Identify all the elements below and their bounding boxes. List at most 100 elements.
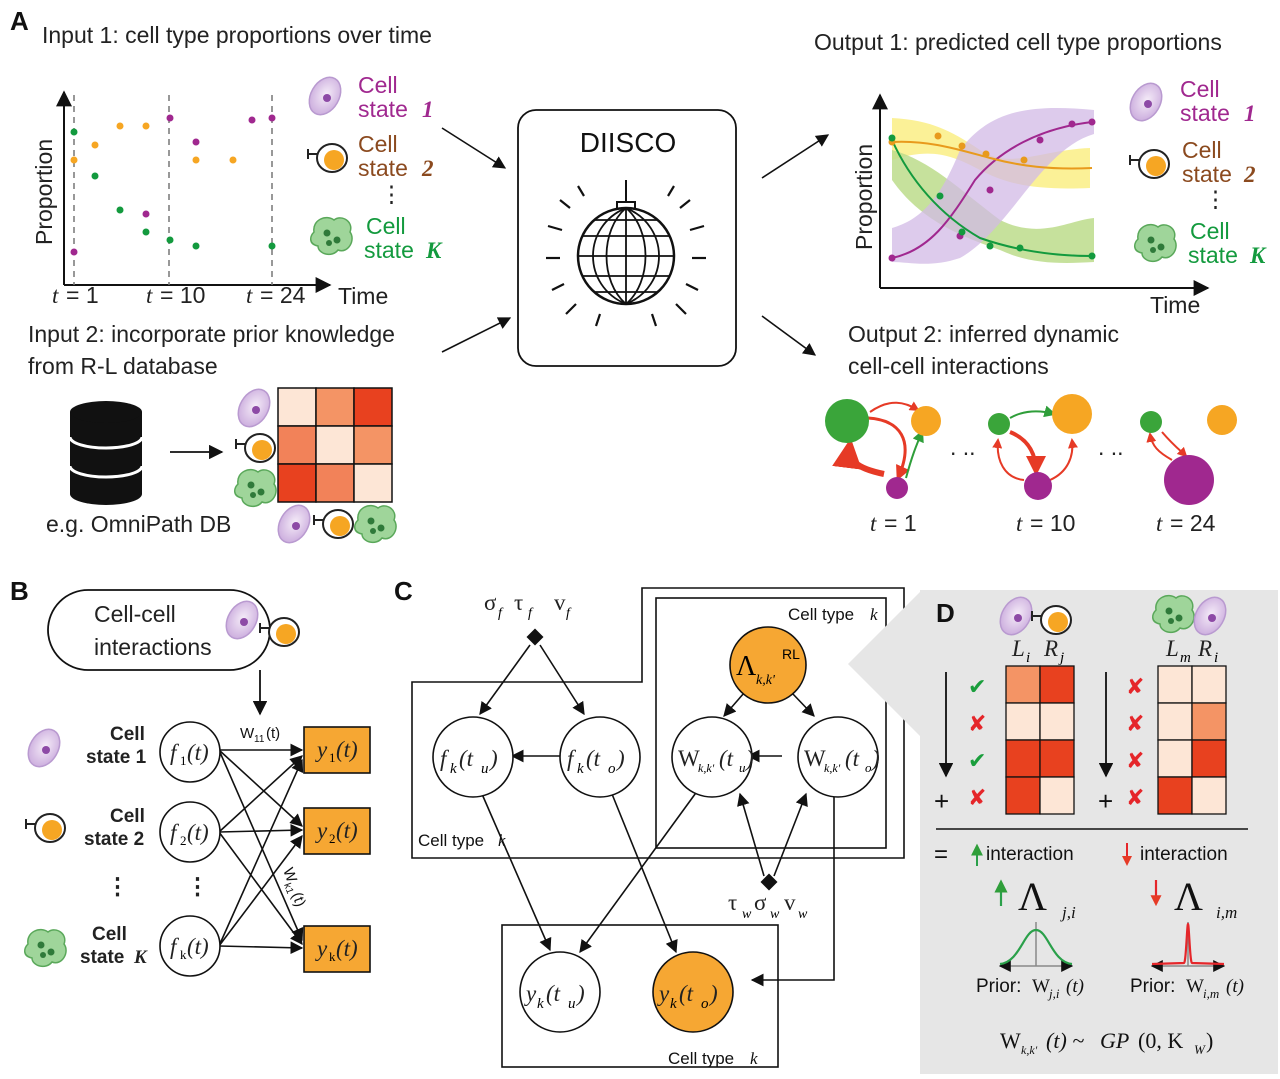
lambda-sub: k,k' bbox=[756, 673, 776, 688]
matrix-cell bbox=[1157, 776, 1193, 815]
f1-arg: (t) bbox=[187, 740, 209, 765]
w-to-sub: k,k' bbox=[824, 761, 841, 775]
matrix-cell bbox=[1191, 739, 1227, 778]
t10-val: = 10 bbox=[160, 282, 205, 308]
database-icon bbox=[68, 401, 144, 505]
f-to-k: k bbox=[577, 761, 584, 777]
t1-val: = 1 bbox=[66, 282, 99, 308]
node-purple bbox=[886, 477, 908, 499]
f-tu-t: (t bbox=[459, 746, 474, 771]
panel-d-label: D bbox=[936, 598, 955, 628]
y-to-node bbox=[652, 951, 734, 1033]
hyper-f: σ f τ f v f bbox=[484, 590, 572, 646]
w-tu-node bbox=[671, 716, 753, 798]
sigma-w-sub: w bbox=[770, 907, 780, 922]
net-t1-var: t bbox=[870, 511, 877, 536]
f2-arg: (t) bbox=[187, 820, 209, 845]
b-state2-l1: Cell bbox=[110, 806, 145, 827]
out-cell-state-1-icon bbox=[1123, 76, 1169, 128]
purple-band bbox=[892, 108, 1094, 264]
yk-arg: (t) bbox=[336, 936, 358, 961]
legend-state2-index: 2 bbox=[421, 156, 434, 181]
wk1-arg: (t) bbox=[288, 890, 309, 909]
cross-icon: ✘ bbox=[968, 786, 986, 811]
input1-plot bbox=[56, 90, 332, 293]
fk-node bbox=[159, 915, 221, 977]
heatmap-cell bbox=[315, 425, 355, 465]
legend-ellipsis: ⋮ bbox=[380, 181, 403, 207]
heatmap-col-icon-p bbox=[271, 498, 317, 550]
panel-c-edges bbox=[479, 644, 835, 987]
l-i-label: L bbox=[1011, 636, 1025, 661]
matrix-cell bbox=[1005, 702, 1041, 741]
node-purple bbox=[1164, 455, 1214, 505]
f-to-o: o bbox=[608, 761, 616, 777]
legend-state1-index: 1 bbox=[422, 97, 434, 122]
net-t24-var: t bbox=[1156, 511, 1163, 536]
node-green bbox=[1140, 411, 1162, 433]
sigma-f-sub: f bbox=[498, 606, 504, 621]
plate-w bbox=[655, 597, 887, 849]
cell-state-k-icon bbox=[309, 216, 353, 256]
out-cell-state-k-icon bbox=[1133, 223, 1177, 263]
matrix-cell bbox=[1005, 776, 1041, 815]
l-m-sub: m bbox=[1180, 650, 1191, 666]
w11-sub: 11 bbox=[254, 734, 265, 745]
f2-label: f bbox=[170, 820, 180, 845]
yk-node bbox=[303, 925, 371, 973]
net-t10-val: = 10 bbox=[1030, 510, 1075, 536]
y-to-y: y bbox=[657, 981, 670, 1006]
tau-f: τ bbox=[514, 590, 523, 615]
b-state2-l2: state 2 bbox=[84, 829, 144, 850]
prior-left-label: Prior: bbox=[976, 976, 1021, 997]
data-dot bbox=[192, 138, 200, 146]
node-orange bbox=[1052, 394, 1092, 434]
output2-title-2: cell-cell interactions bbox=[848, 353, 1049, 379]
b-statek-l1: Cell bbox=[92, 924, 127, 945]
out-legend-state2-index: 2 bbox=[1243, 162, 1256, 187]
tau-w: τ bbox=[728, 890, 737, 915]
legend-statek-word: Cell bbox=[366, 213, 406, 239]
out-legend-state1-state: state bbox=[1180, 100, 1230, 126]
gp-sub: k,k' bbox=[1021, 1043, 1038, 1057]
y-to-o: o bbox=[701, 996, 709, 1012]
cross-icon: ✘ bbox=[1126, 675, 1144, 700]
y-tu-k: k bbox=[537, 996, 544, 1012]
down-interaction-label: interaction bbox=[1140, 844, 1228, 865]
data-dot bbox=[1088, 252, 1096, 260]
data-dot bbox=[142, 210, 150, 218]
data-dot bbox=[1068, 120, 1076, 128]
b-state1-icon bbox=[21, 722, 67, 774]
plate-y bbox=[501, 924, 779, 1068]
matrix-cell bbox=[1191, 665, 1227, 704]
tau-w-sub: w bbox=[742, 907, 752, 922]
w-to-close: ) bbox=[870, 746, 880, 771]
matrix-cell bbox=[1191, 776, 1227, 815]
data-dot bbox=[142, 228, 150, 236]
heatmap-row-icon-p bbox=[231, 382, 277, 434]
b-statek-k: K bbox=[133, 947, 148, 968]
data-dot bbox=[70, 128, 78, 136]
left-matrix bbox=[1005, 665, 1075, 815]
prior-right-curve bbox=[1150, 922, 1226, 972]
w11-arg: (t) bbox=[266, 725, 280, 742]
heatmap-col-icon-g bbox=[353, 504, 397, 544]
network-t1 bbox=[825, 399, 941, 499]
y-to-k: k bbox=[670, 996, 677, 1012]
l-i-sub: i bbox=[1026, 650, 1030, 666]
output1-ylabel: Proportion bbox=[851, 144, 877, 250]
lambda-node bbox=[729, 626, 807, 704]
w-to-t: (t bbox=[845, 746, 860, 771]
gp-k-sub: W bbox=[1194, 1042, 1206, 1057]
node-orange bbox=[1207, 405, 1237, 435]
panel-b-y-nodes: y 1 (t) y 2 (t) y k (t) bbox=[303, 726, 371, 973]
y-tu-t: (t bbox=[546, 981, 561, 1006]
data-dot bbox=[1036, 136, 1044, 144]
nu-f-sub: f bbox=[566, 606, 572, 621]
plate-y-label: Cell type bbox=[668, 1049, 734, 1068]
matrix-cell bbox=[1191, 702, 1227, 741]
node-orange bbox=[911, 406, 941, 436]
data-dot bbox=[166, 236, 174, 244]
gp-rest: (t) ~ bbox=[1046, 1028, 1084, 1053]
